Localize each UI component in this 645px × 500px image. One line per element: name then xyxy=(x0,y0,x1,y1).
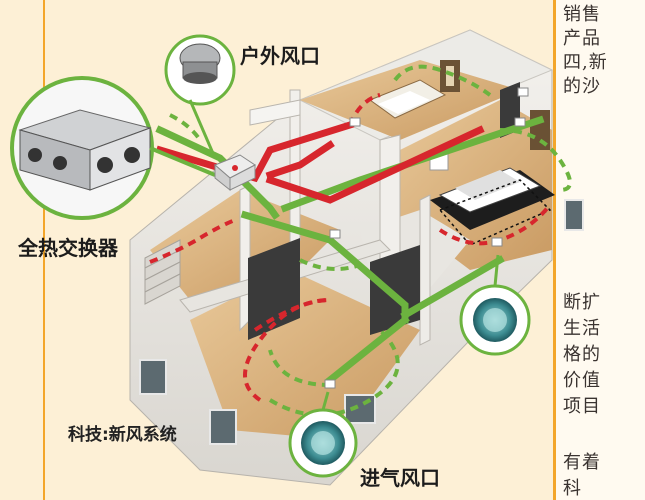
heat-exchanger-small-unit xyxy=(214,154,256,192)
bedroom-upper-furniture xyxy=(368,60,460,119)
side-text-line: 产品 xyxy=(563,28,601,49)
inlet-vent-inset-bottom xyxy=(288,391,358,478)
left-accent-rule xyxy=(43,0,45,500)
right-column: 销售 产品 四,新 的沙 断扩 生活 格的 价值 项目 有着 科 xyxy=(553,0,645,500)
outdoor-vent-label: 户外风口 xyxy=(240,44,320,68)
inlet-vent-label: 进气风口 xyxy=(360,466,440,490)
caption-label: 科技:新风系统 xyxy=(68,425,177,445)
side-text-line: 科 xyxy=(563,478,582,499)
windows xyxy=(139,199,584,445)
right-accent-rule xyxy=(553,0,556,500)
outdoor-vent-inset xyxy=(164,34,236,159)
side-text-line: 断扩 xyxy=(563,292,601,313)
side-text-line: 格的 xyxy=(563,344,601,365)
master-bedroom-furniture xyxy=(429,110,555,246)
exhaust-vent-inset-right xyxy=(459,254,531,356)
side-text-line: 销售 xyxy=(563,4,601,25)
heat-exchanger-inset xyxy=(10,76,216,220)
side-text-line: 四,新 xyxy=(563,52,608,73)
side-text-line: 有着 xyxy=(563,452,601,473)
ceiling-vent-markers xyxy=(324,87,529,389)
side-text-line: 价值 xyxy=(563,370,601,391)
supply-flow-arrows xyxy=(169,64,572,417)
heat-exchanger-label: 全热交换器 xyxy=(18,236,118,260)
side-text-line: 生活 xyxy=(563,318,601,339)
side-text-line: 的沙 xyxy=(563,76,601,97)
side-text-line: 项目 xyxy=(563,396,601,417)
left-margin xyxy=(0,0,50,500)
